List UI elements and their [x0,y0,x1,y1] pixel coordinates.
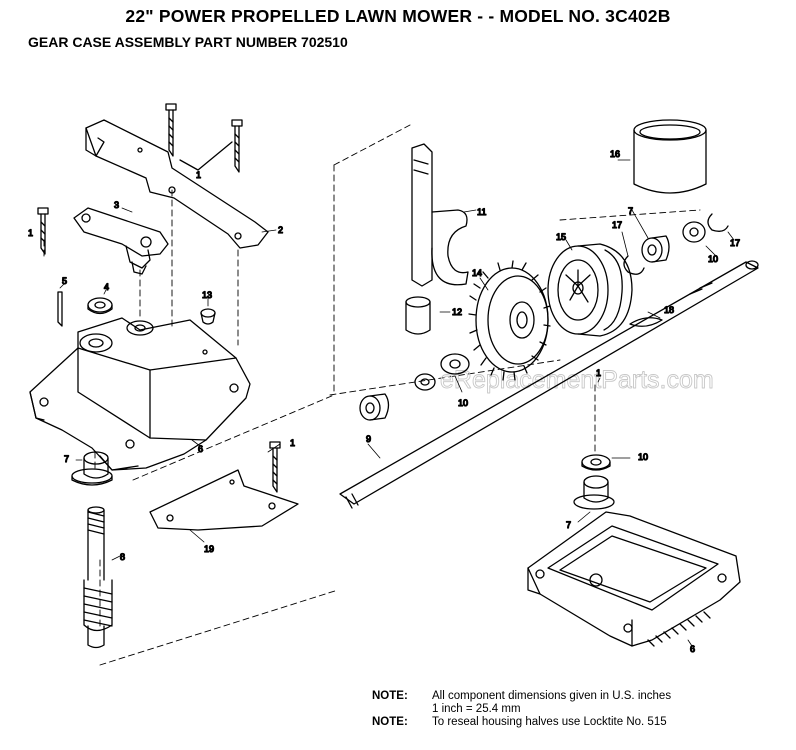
callout-17-left: 17 [612,220,622,230]
callout-1-top: 1 [196,170,201,180]
part-5-pin [57,291,63,327]
note-line-3: To reseal housing halves use Locktite No… [432,716,667,728]
part-2-bracket [85,119,269,249]
part-12-sleeve [405,296,431,335]
callout-13: 13 [202,290,212,300]
callout-labels: 1 1 1 1 2 3 4 5 6 6 7 7 7 8 9 10 10 10 1… [27,148,740,654]
callout-2: 2 [278,225,283,235]
callout-7-left: 7 [64,454,69,464]
note-head-1: NOTE: [372,690,408,702]
part-17-clips [623,213,729,275]
part-10-washer-bottom [581,454,611,471]
callout-1-plate: 1 [290,438,295,448]
page-subtitle: GEAR CASE ASSEMBLY PART NUMBER 702510 [28,34,348,50]
part-11-shift-fork [411,143,469,287]
part-7-bushing-shaft [359,393,390,421]
callout-10-bottom: 10 [638,452,648,462]
part-13-plug [200,308,216,325]
part-7-bushing-bottom [573,475,615,510]
callout-17-right: 17 [730,238,740,248]
part-7-bushing-right [641,235,670,263]
part-4-washer [87,297,113,315]
callout-10-gear: 10 [458,398,468,408]
callout-6-bottom: 6 [690,644,695,654]
part-16-sleeve [633,119,707,194]
callout-8: 8 [120,552,125,562]
part-3-lever [73,207,169,275]
notes-block: NOTE: All component dimensions given in … [372,690,671,729]
leader-lines [59,159,735,647]
part-9-main-shaft [339,260,759,509]
callout-10-right: 10 [708,254,718,264]
note-line-2: 1 inch = 25.4 mm [432,703,521,715]
note-head-2: NOTE: [372,716,408,728]
callout-11: 11 [477,207,486,217]
callout-1-left: 1 [28,228,33,238]
part-10-washer-right [682,221,706,243]
callout-7-bottom: 7 [566,520,571,530]
part-8-worm-shaft [83,506,113,649]
part-14-gear [468,260,551,381]
part-18-key [629,317,663,327]
callout-9: 9 [366,434,371,444]
callout-5: 5 [62,276,67,286]
page-title: 22" POWER PROPELLED LAWN MOWER - - MODEL… [125,6,671,26]
part-10-washers [414,353,470,391]
callout-4: 4 [104,282,109,292]
callout-18: 18 [664,305,674,315]
callout-6-top: 6 [198,444,203,454]
part-19-plate [149,469,299,531]
part-7-bushing-left [71,451,113,486]
callout-12: 12 [452,307,462,317]
callout-14: 14 [472,268,482,278]
callout-16: 16 [610,149,620,159]
assembly-dash-lines [43,124,701,666]
part-6-housing-bottom [527,511,741,647]
callout-3: 3 [114,200,119,210]
callout-15: 15 [556,232,566,242]
note-line-1: All component dimensions given in U.S. i… [432,690,672,702]
callout-19: 19 [204,544,214,554]
part-1-screws [37,103,281,493]
watermark-text: eReplacementParts.com [440,366,714,394]
part-6-housing-top [29,317,251,471]
part-15-clutch-hub [547,243,633,337]
callout-1-shaft: 1 [596,368,601,378]
callout-7-right: 7 [628,206,633,216]
